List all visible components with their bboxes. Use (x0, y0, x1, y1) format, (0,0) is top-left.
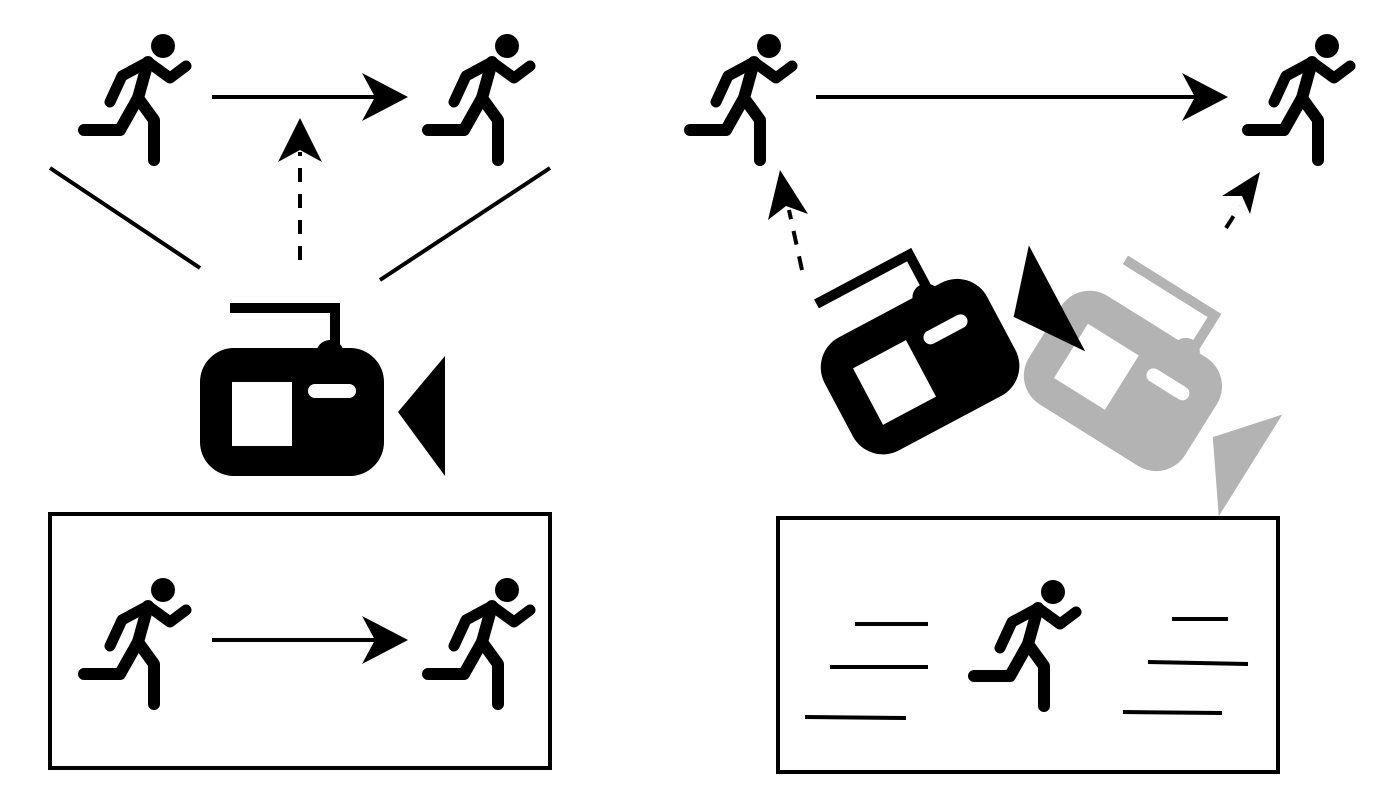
speed-lines (804, 622, 928, 720)
video-camera-icon (790, 203, 1085, 466)
runner-icon (84, 34, 186, 160)
video-camera-icon (200, 308, 445, 476)
runner-icon (428, 34, 530, 160)
field-of-view-line (378, 166, 552, 282)
camera-view-frame (48, 512, 552, 770)
motion-arrow (212, 73, 408, 121)
runner-icon (1248, 34, 1350, 160)
tracking-camera-panel (690, 34, 1350, 774)
motion-arrow (212, 616, 408, 664)
motion-arrow (816, 73, 1228, 121)
runner-icon (690, 34, 792, 160)
camera-view-frame (776, 516, 1280, 774)
runner-icon (974, 580, 1076, 706)
runner-icon (428, 578, 530, 704)
field-of-view-line (48, 166, 202, 270)
static-camera-panel (48, 34, 552, 770)
camera-direction-arrow (768, 170, 808, 271)
camera-direction-arrow (278, 118, 322, 260)
runner-icon (84, 578, 186, 704)
video-camera-icon (1011, 244, 1308, 516)
speed-lines (1122, 617, 1249, 715)
camera-direction-arrow (1222, 172, 1260, 230)
